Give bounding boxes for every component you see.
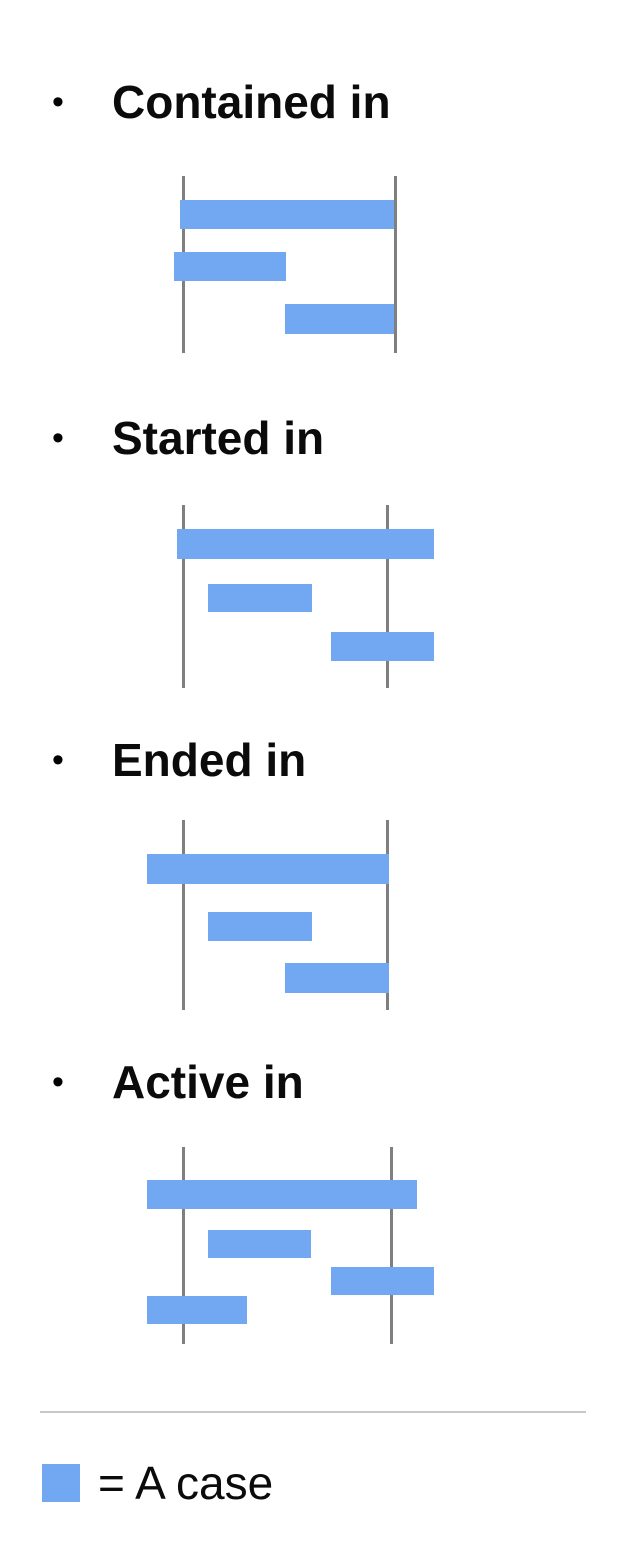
timeframe-boundary-line — [182, 176, 185, 353]
case-bar — [208, 912, 312, 941]
case-bar — [147, 1180, 417, 1209]
bullet-icon: • — [52, 1063, 64, 1101]
case-swatch-icon — [42, 1464, 80, 1502]
section-title-started-in: Started in — [112, 412, 325, 464]
case-bar — [331, 1267, 434, 1295]
timeframe-boundary-line — [182, 505, 185, 688]
case-bar — [174, 252, 286, 281]
case-bar — [180, 200, 394, 229]
case-bar — [208, 584, 312, 612]
case-bar — [208, 1230, 311, 1258]
timeframe-boundary-line — [394, 176, 397, 353]
divider-line — [40, 1411, 586, 1413]
case-bar — [331, 632, 434, 661]
case-bar — [285, 304, 394, 334]
case-bar — [147, 1296, 247, 1324]
bullet-icon: • — [52, 419, 64, 457]
case-bar — [147, 854, 389, 884]
bullet-icon: • — [52, 83, 64, 121]
section-title-active-in: Active in — [112, 1056, 304, 1108]
timeframe-boundary-line — [386, 820, 389, 1010]
timeframe-boundary-line — [386, 505, 389, 688]
legend: = A case — [42, 1456, 273, 1510]
legend-text: = A case — [98, 1457, 274, 1509]
section-heading: • Ended in — [46, 734, 307, 786]
bullet-icon: • — [52, 741, 64, 779]
section-title-contained-in: Contained in — [112, 76, 391, 128]
section-heading: • Contained in — [46, 76, 391, 128]
timeframe-boundary-line — [182, 1147, 185, 1344]
timeframe-boundary-line — [182, 820, 185, 1010]
case-bar — [285, 963, 389, 993]
timeframe-boundary-line — [390, 1147, 393, 1344]
section-title-ended-in: Ended in — [112, 734, 307, 786]
case-bar — [177, 529, 434, 559]
section-heading: • Started in — [46, 412, 325, 464]
section-heading: • Active in — [46, 1056, 304, 1108]
